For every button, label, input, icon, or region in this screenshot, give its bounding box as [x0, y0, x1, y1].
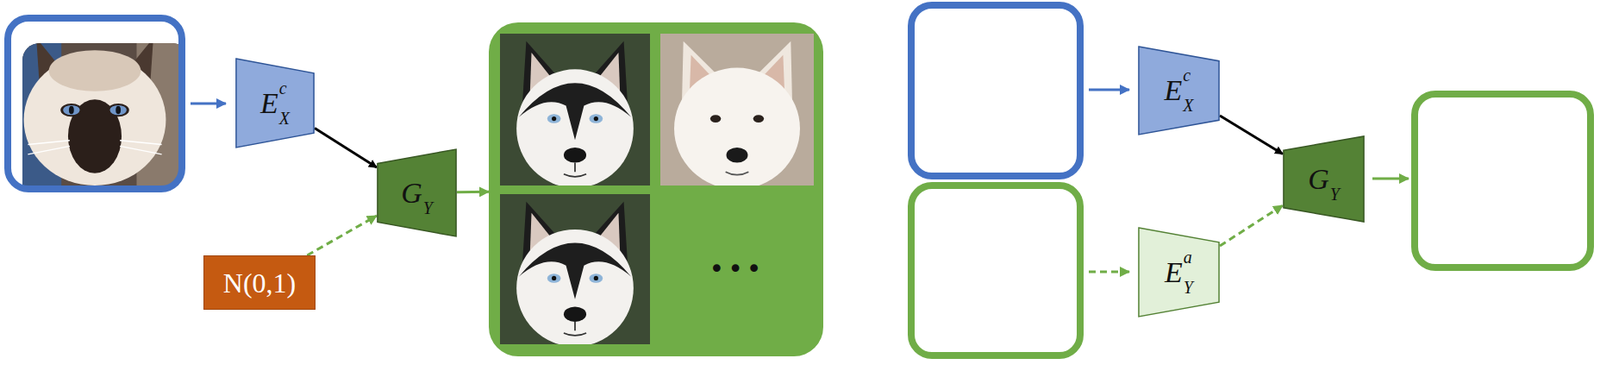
script-column: cX [1182, 70, 1194, 111]
generator-trapezoid: G Y [376, 148, 457, 238]
symbol-base: G [1307, 162, 1330, 196]
generated-dog-images [500, 33, 814, 347]
math-symbol: EcX [260, 83, 290, 124]
subscript: Y [1330, 184, 1340, 205]
input-cat-image [911, 5, 1081, 176]
script-column: aY [1183, 252, 1194, 293]
generator-trapezoid: G Y [1282, 135, 1365, 223]
input-arrow [190, 102, 226, 106]
ellipsis-label: ••• [708, 256, 765, 282]
input-arrow [1088, 88, 1130, 92]
script-column: Y [1330, 159, 1340, 200]
superscript [1330, 154, 1340, 175]
trapezoid-fill [236, 58, 314, 148]
encoder-trapezoid: EcX [1137, 45, 1220, 136]
trapezoid-fill [1283, 136, 1364, 222]
output-arrow [1372, 177, 1409, 181]
superscript [423, 168, 433, 188]
subscript: X [1182, 95, 1194, 116]
input-cat-image [7, 18, 182, 189]
script-column: Y [423, 173, 433, 213]
superscript: a [1183, 247, 1194, 268]
noise-box: N(0,1) [203, 255, 316, 310]
text-holder: G Y [1282, 135, 1365, 223]
text-holder: ••• [660, 193, 814, 344]
text-holder: N(0,1) [204, 256, 315, 309]
math-symbol: EcX [1164, 70, 1194, 111]
superscript: c [1182, 65, 1194, 86]
trapezoid-fill [1138, 46, 1219, 135]
connector-arrow [456, 190, 489, 194]
math-symbol: G Y [400, 173, 433, 213]
text-holder: EaY [1137, 226, 1220, 318]
symbol-base: E [1164, 256, 1183, 289]
symbol-base: E [260, 87, 279, 120]
subscript: X [279, 108, 290, 129]
connector-arrow [1219, 115, 1283, 155]
symbol-base: E [1164, 74, 1183, 107]
encoder-trapezoid: EaY [1137, 226, 1220, 318]
superscript: c [279, 78, 290, 99]
math-symbol: G Y [1307, 159, 1340, 200]
subscript: Y [1183, 277, 1194, 298]
text-holder: EcX [1137, 45, 1220, 136]
style-dog-image [911, 185, 1081, 357]
output-dog-image [1414, 93, 1591, 271]
script-column: cX [279, 83, 290, 124]
subscript: Y [423, 198, 433, 219]
connector-arrow [1219, 205, 1283, 246]
connector-arrow [314, 128, 377, 169]
encoder-trapezoid: EcX [235, 57, 315, 149]
connector-arrow [306, 215, 377, 256]
node-label: N(0,1) [223, 268, 296, 297]
trapezoid-fill [377, 149, 457, 237]
output-panel: ••• [488, 22, 824, 357]
text-holder: EcX [235, 57, 315, 149]
trapezoid-fill [1138, 227, 1219, 317]
math-symbol: EaY [1164, 252, 1194, 293]
symbol-base: G [400, 176, 423, 210]
style-arrow [1088, 270, 1130, 274]
text-holder: G Y [376, 148, 457, 238]
